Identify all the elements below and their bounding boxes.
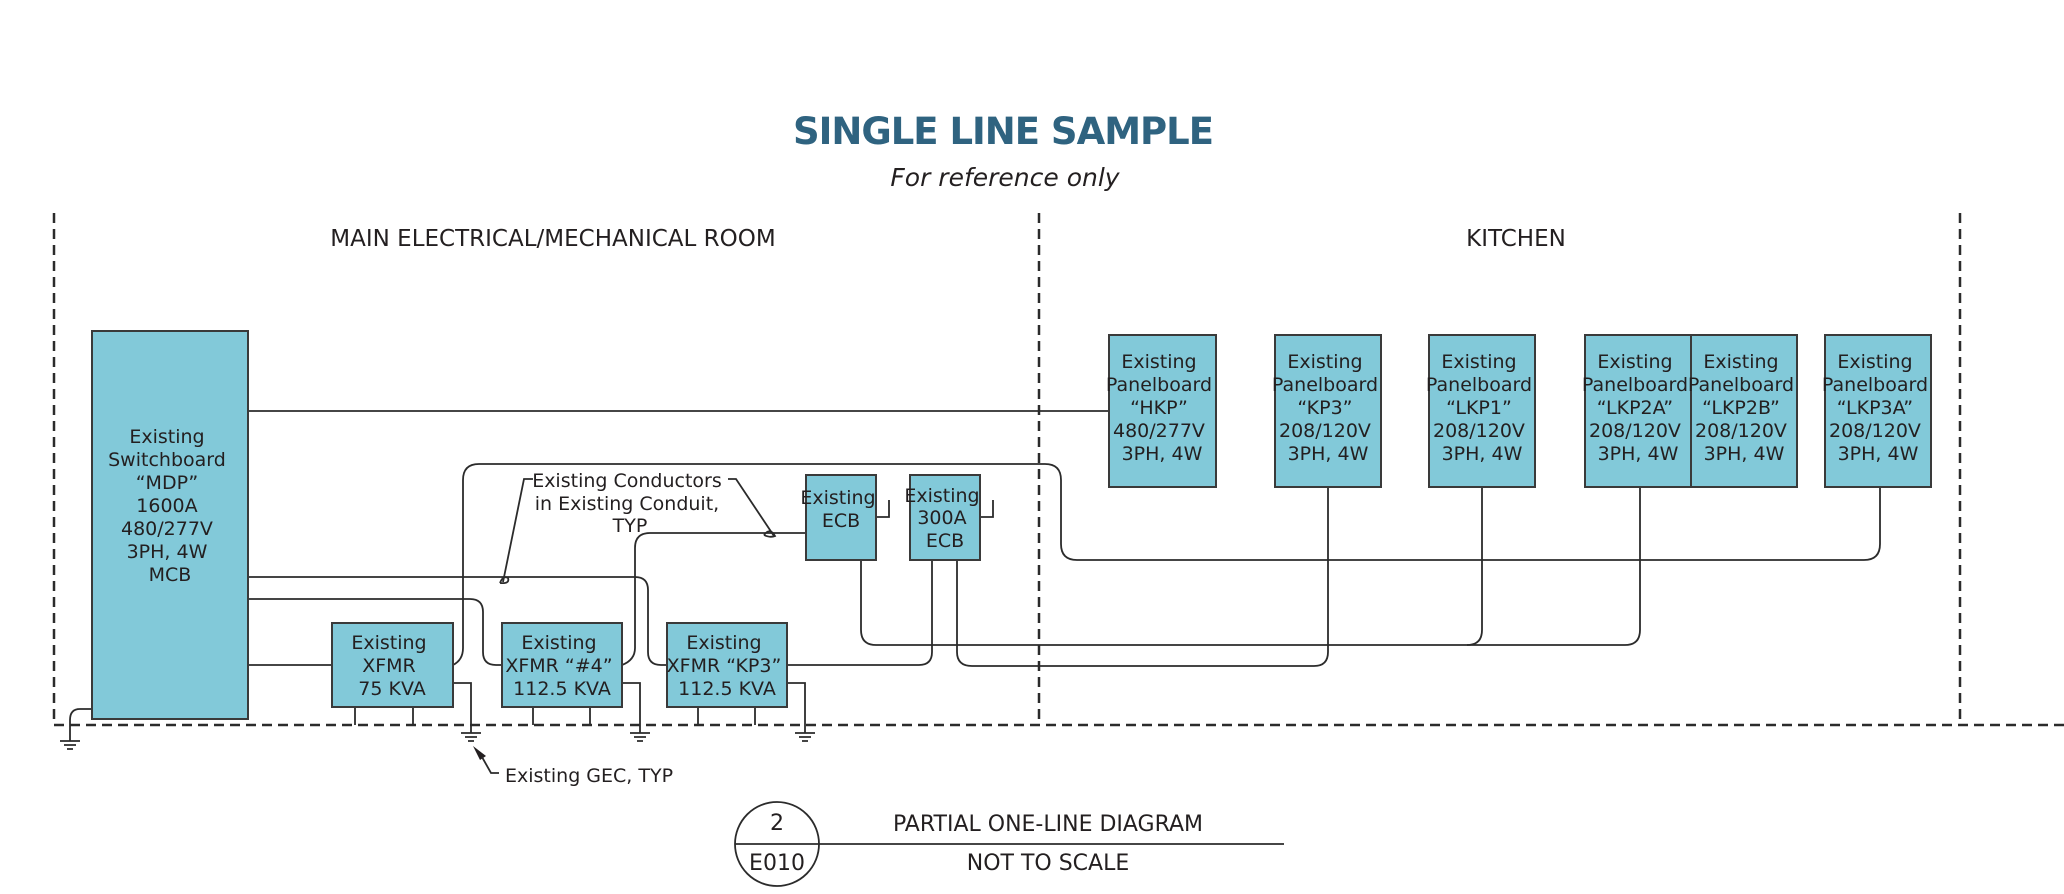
gec-note: Existing GEC, TYP — [505, 765, 673, 787]
feeder-ecb-lkp2a — [860, 487, 1641, 646]
leader-line-right — [728, 478, 775, 537]
xfmr4-ground-wires — [532, 682, 641, 733]
transformer-75kva-label: Existing XFMR 75 KVA — [351, 632, 432, 700]
gec-annotation: Existing GEC, TYP — [473, 746, 673, 787]
panelboard-hkp-label: Existing Panelboard “HKP” 480/277V 3PH, … — [1106, 351, 1218, 465]
conductors-annotation: Existing Conductors in Existing Conduit,… — [499, 470, 777, 585]
ecb300-bracket — [980, 500, 994, 518]
room-label-kitchen: KITCHEN — [1466, 226, 1566, 252]
switchboard-mdp-label: Existing Switchboard “MDP” 1600A 480/277… — [108, 426, 232, 586]
detail-name: PARTIAL ONE-LINE DIAGRAM — [893, 812, 1203, 837]
panelboard-lkp2a-label: Existing Panelboard “LKP2A” 208/120V 3PH… — [1582, 351, 1694, 465]
ecb-bracket — [876, 500, 890, 518]
arrow-icon — [473, 746, 486, 760]
panelboard-lkp2b[interactable]: Existing Panelboard “LKP2B” 208/120V 3PH… — [1688, 334, 1800, 488]
feeder-ecb-lkp1 — [1466, 487, 1483, 646]
ground-icon — [630, 732, 650, 742]
panelboard-lkp2a[interactable]: Existing Panelboard “LKP2A” 208/120V 3PH… — [1582, 334, 1694, 488]
panelboard-lkp3a-label: Existing Panelboard “LKP3A” 208/120V 3PH… — [1822, 351, 1934, 465]
detail-number: 2 — [770, 811, 784, 836]
conduit-marker-icon — [763, 530, 777, 538]
transformer-4[interactable]: Existing XFMR “#4” 112.5 KVA — [501, 622, 623, 708]
detail-scale: NOT TO SCALE — [967, 851, 1130, 876]
transformer-75kva[interactable]: Existing XFMR 75 KVA — [331, 622, 454, 708]
panelboard-lkp3a[interactable]: Existing Panelboard “LKP3A” 208/120V 3PH… — [1822, 334, 1934, 488]
ecb-label: Existing ECB — [800, 487, 881, 532]
panelboard-hkp[interactable]: Existing Panelboard “HKP” 480/277V 3PH, … — [1106, 334, 1218, 488]
feeder-mdp-xfmr4 — [248, 598, 502, 666]
ground-icon — [461, 732, 481, 742]
leader-line-left — [502, 478, 533, 583]
feeder-mdp-xfmrkp3 — [248, 576, 667, 666]
feeder-xfmrkp3-ecb300 — [787, 560, 933, 666]
room-label-main-electrical: MAIN ELECTRICAL/MECHANICAL ROOM — [330, 226, 775, 252]
ground-icon — [60, 740, 80, 750]
page-title: SINGLE LINE SAMPLE — [793, 110, 1213, 153]
transformer-kp3-label: Existing XFMR “KP3” 112.5 KVA — [667, 632, 788, 700]
xfmrkp3-ground-wires — [697, 682, 806, 733]
panelboard-kp3[interactable]: Existing Panelboard “KP3” 208/120V 3PH, … — [1272, 334, 1384, 488]
sheet-number: E010 — [749, 851, 805, 876]
conductors-note: Existing Conductors in Existing Conduit,… — [532, 470, 728, 537]
mdp-ground-wire — [69, 708, 92, 741]
ground-icon — [795, 732, 815, 742]
feeder-ecb300-kp3 — [956, 487, 1329, 667]
transformer-4-label: Existing XFMR “#4” 112.5 KVA — [505, 632, 618, 700]
switchboard-mdp[interactable]: Existing Switchboard “MDP” 1600A 480/277… — [91, 330, 249, 720]
page-subtitle: For reference only — [890, 163, 1120, 192]
panelboard-lkp2b-label: Existing Panelboard “LKP2B” 208/120V 3PH… — [1688, 351, 1800, 465]
feeders — [69, 410, 1881, 741]
gec-leader-line — [481, 756, 499, 774]
xfmr75-ground-wires — [354, 682, 472, 733]
panelboard-lkp1[interactable]: Existing Panelboard “LKP1” 208/120V 3PH,… — [1426, 334, 1538, 488]
conduit-marker-icon — [499, 576, 510, 585]
ecb-300a[interactable]: Existing 300A ECB — [904, 474, 985, 561]
panelboard-kp3-label: Existing Panelboard “KP3” 208/120V 3PH, … — [1272, 351, 1384, 465]
ecb[interactable]: Existing ECB — [800, 474, 881, 561]
panelboard-lkp1-label: Existing Panelboard “LKP1” 208/120V 3PH,… — [1426, 351, 1538, 465]
transformer-kp3[interactable]: Existing XFMR “KP3” 112.5 KVA — [666, 622, 788, 708]
ecb-300a-label: Existing 300A ECB — [904, 485, 985, 552]
feeder-xfmr75-lkp3a — [452, 463, 1881, 666]
detail-title-block: 2 E010 PARTIAL ONE-LINE DIAGRAM NOT TO S… — [734, 801, 1284, 887]
feeder-xfmr4-ecb — [621, 532, 806, 666]
